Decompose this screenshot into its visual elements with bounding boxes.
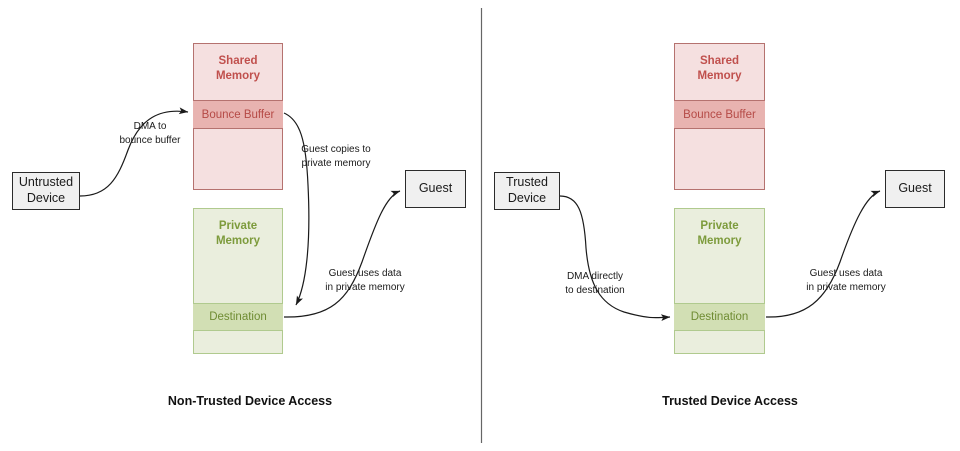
- bounce-buffer-label-left: Bounce Buffer: [201, 108, 275, 121]
- destination-label-left: Destination: [209, 311, 267, 323]
- right-panel-caption: Trusted Device Access: [662, 394, 798, 408]
- destination-label-right: Destination: [690, 311, 749, 323]
- untrusted-device-label: Untrusted Device: [18, 175, 74, 205]
- arrow-destination-to-guest-right: [765, 190, 881, 318]
- bounce-buffer-block-left[interactable]: Bounce Buffer: [193, 100, 283, 129]
- arrow-destination-to-guest: [283, 190, 401, 318]
- shared-memory-title-right: Shared Memory: [697, 55, 742, 82]
- guest-box-right[interactable]: Guest: [885, 170, 945, 208]
- private-memory-title-left: Private Memory: [215, 220, 261, 247]
- private-memory-title-right: Private Memory: [697, 220, 742, 247]
- trusted-device-box[interactable]: Trusted Device: [494, 172, 560, 210]
- arrow-dma-direct-to-destination: [559, 195, 671, 321]
- trusted-device-label: Trusted Device: [506, 175, 548, 205]
- untrusted-device-box[interactable]: Untrusted Device: [12, 172, 80, 210]
- arrow-bounce-to-destination: [283, 112, 310, 306]
- bounce-buffer-label-right: Bounce Buffer: [683, 108, 756, 121]
- guest-label-left: Guest: [418, 181, 453, 196]
- left-panel-caption: Non-Trusted Device Access: [167, 394, 333, 408]
- arrow-dma-to-bounce: [79, 107, 189, 197]
- guest-label-right: Guest: [898, 181, 932, 196]
- private-memory-region-left[interactable]: Private Memory: [193, 208, 283, 354]
- destination-block-left[interactable]: Destination: [193, 303, 283, 331]
- guest-box-left[interactable]: Guest: [405, 170, 466, 208]
- destination-block-right[interactable]: Destination: [674, 303, 765, 331]
- shared-memory-title-left: Shared Memory: [215, 55, 261, 82]
- private-memory-region-right[interactable]: Private Memory: [674, 208, 765, 354]
- bounce-buffer-block-right[interactable]: Bounce Buffer: [674, 100, 765, 129]
